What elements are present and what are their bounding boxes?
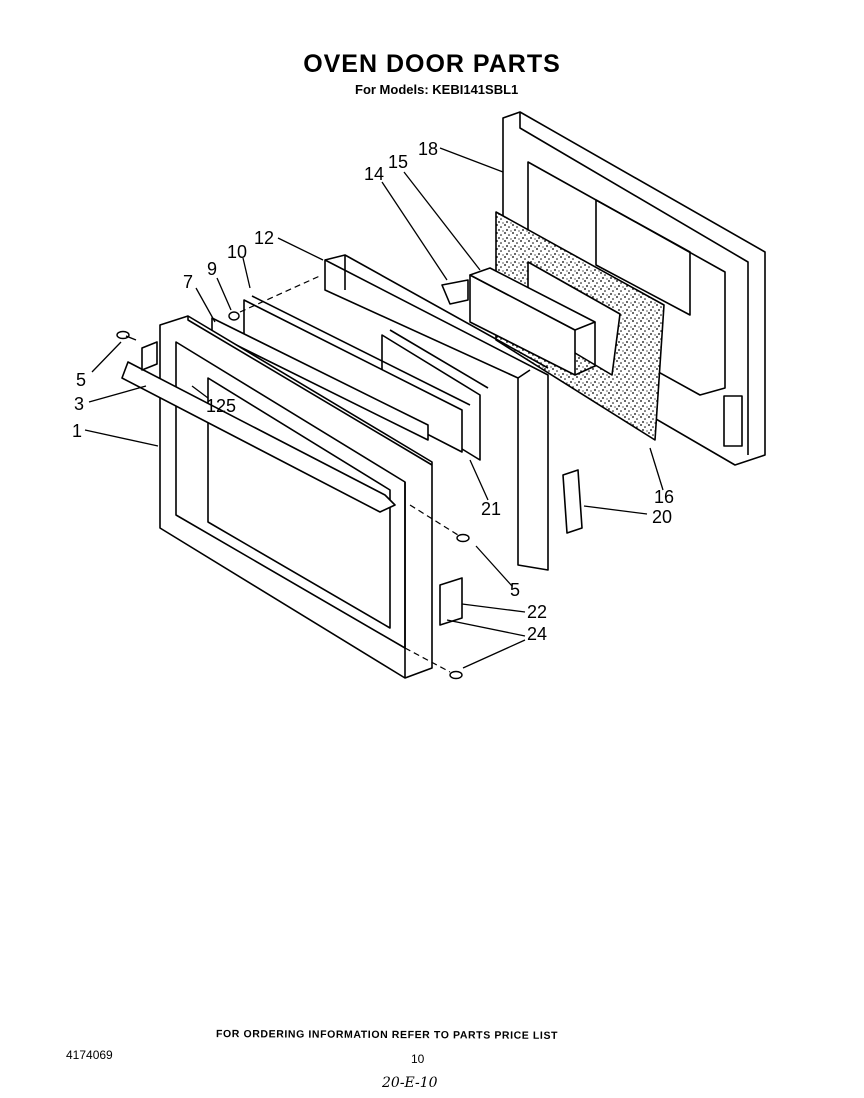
callout-16: 16: [654, 487, 674, 507]
screws: [116, 311, 470, 680]
callout-18: 18: [418, 139, 438, 159]
callout-1: 1: [72, 421, 82, 441]
callout-7: 7: [183, 272, 193, 292]
part-1-door-frame: [159, 315, 433, 679]
callout-22: 22: [527, 602, 547, 622]
part-12-inner-frame: [324, 254, 549, 571]
document-number: 4174069: [66, 1048, 113, 1062]
callout-5-left: 5: [76, 370, 86, 390]
callout-12: 12: [254, 228, 274, 248]
callout-10: 10: [227, 242, 247, 262]
part-7-vent-strip: [211, 317, 429, 441]
callout-labels: 18 15 14 12 10 9 7 5 3 125 1 21 16 20 5 …: [72, 139, 674, 644]
callout-3: 3: [74, 394, 84, 414]
callout-24: 24: [527, 624, 547, 644]
part-14-bracket: [441, 279, 469, 305]
callout-14: 14: [364, 164, 384, 184]
callout-21: 21: [481, 499, 501, 519]
callout-9: 9: [207, 259, 217, 279]
page-title: OVEN DOOR PARTS: [303, 50, 561, 78]
ordering-note: FOR ORDERING INFORMATION REFER TO PARTS …: [215, 1028, 559, 1042]
assembly-lines: [239, 274, 459, 673]
callout-20: 20: [652, 507, 672, 527]
part-15-baffle: [469, 267, 596, 376]
part-20-bracket: [562, 469, 583, 534]
leader-lines: [84, 147, 664, 669]
part-22-hinge: [439, 577, 463, 626]
model-subtitle: For Models: KEBI141SBL1: [355, 82, 519, 97]
part-3-handle: [121, 341, 396, 513]
page-number: 10: [411, 1052, 425, 1066]
handwritten-note: 20-E-10: [382, 1075, 438, 1091]
callout-5-right: 5: [510, 580, 520, 600]
callout-125: 125: [206, 396, 236, 416]
callout-15: 15: [388, 152, 408, 172]
